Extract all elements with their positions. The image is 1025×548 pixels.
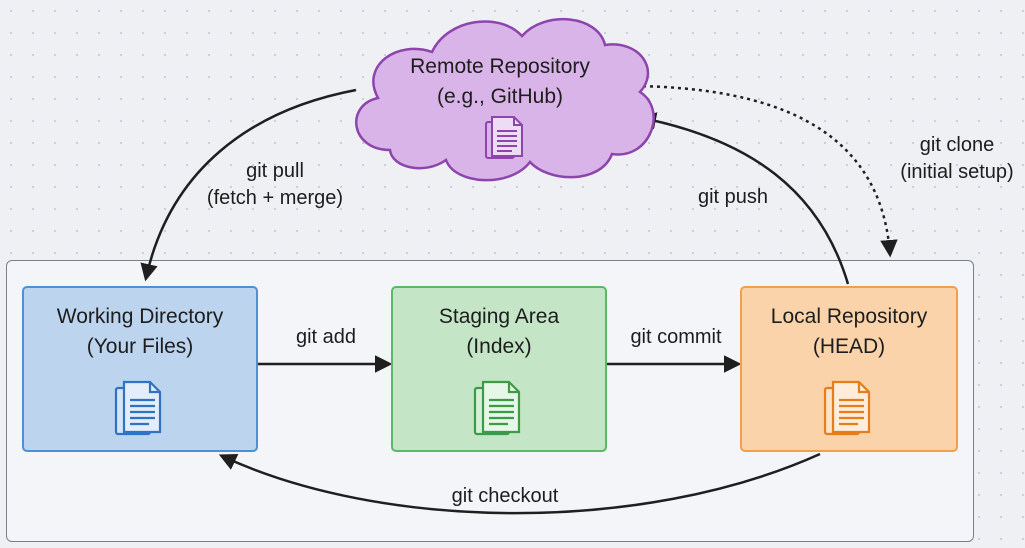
git-checkout-label: git checkout bbox=[451, 485, 559, 507]
git-clone-arrow bbox=[635, 84, 898, 258]
git-clone-line2: (initial setup) bbox=[900, 161, 1014, 183]
staging-area-line2: (Index) bbox=[466, 335, 532, 358]
staging-area-box: Staging Area (Index) bbox=[391, 286, 607, 452]
remote-title-line2: (e.g., GitHub) bbox=[436, 85, 564, 108]
document-icon bbox=[823, 380, 871, 436]
local-repository-box: Local Repository (HEAD) bbox=[740, 286, 958, 452]
working-directory-box: Working Directory (Your Files) bbox=[22, 286, 258, 452]
staging-area-line1: Staging Area bbox=[438, 305, 560, 328]
local-repository-line2: (HEAD) bbox=[812, 335, 886, 358]
staging-area-title: Staging Area (Index) bbox=[393, 302, 605, 362]
working-directory-title: Working Directory (Your Files) bbox=[24, 302, 256, 362]
remote-repository-cloud bbox=[355, 17, 655, 182]
document-icon bbox=[473, 380, 521, 436]
working-directory-line2: (Your Files) bbox=[86, 335, 194, 358]
working-directory-line1: Working Directory bbox=[56, 305, 224, 328]
git-add-label: git add bbox=[295, 326, 357, 348]
git-push-arrow bbox=[638, 112, 850, 285]
document-icon bbox=[485, 116, 523, 159]
git-clone-label: git clone (initial setup) bbox=[884, 132, 1025, 186]
local-repository-line1: Local Repository bbox=[770, 305, 928, 328]
git-pull-line1: git pull bbox=[246, 160, 304, 182]
git-commit-label: git commit bbox=[630, 326, 722, 348]
git-pull-arrow bbox=[140, 88, 357, 282]
remote-title-line1: Remote Repository bbox=[410, 55, 590, 78]
document-icon bbox=[114, 380, 162, 436]
remote-repository-label: Remote Repository (e.g., GitHub) bbox=[380, 52, 620, 112]
local-repository-title: Local Repository (HEAD) bbox=[742, 302, 956, 362]
git-clone-line1: git clone bbox=[919, 134, 995, 156]
git-pull-label: git pull (fetch + merge) bbox=[190, 158, 360, 212]
git-checkout-arrow bbox=[218, 452, 821, 515]
git-pull-line2: (fetch + merge) bbox=[206, 187, 344, 209]
git-push-label: git push bbox=[697, 186, 769, 208]
